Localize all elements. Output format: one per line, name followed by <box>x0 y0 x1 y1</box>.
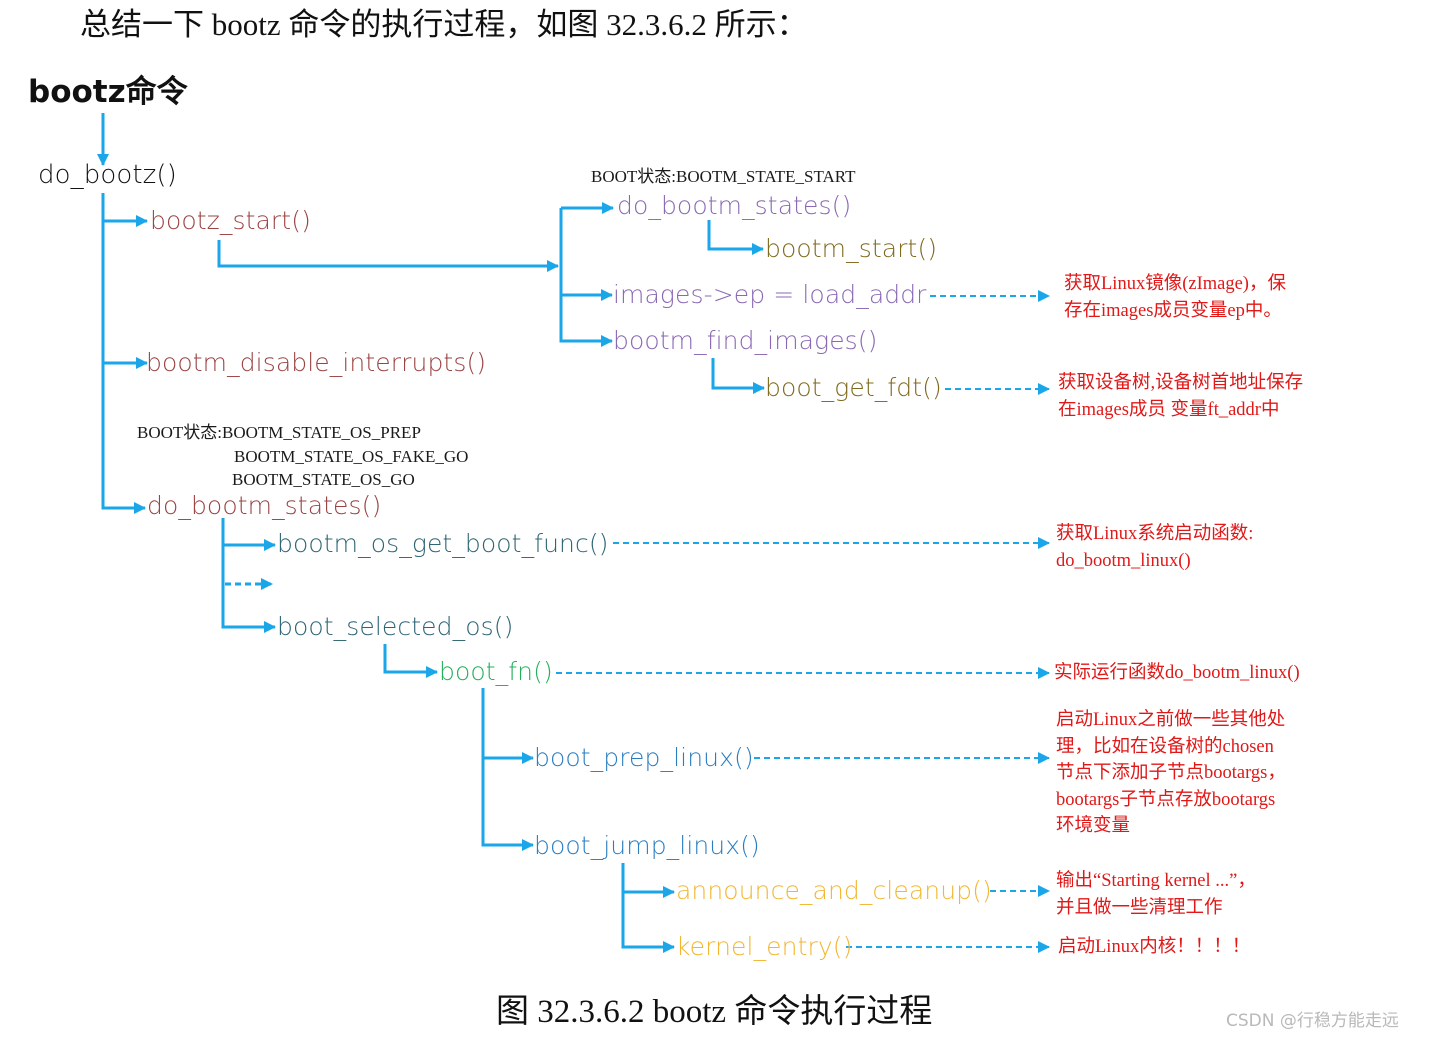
watermark: CSDN @行稳方能走远 <box>1226 1011 1399 1031</box>
state-start-label: BOOT状态:BOOTM_STATE_START <box>591 167 856 186</box>
note-announce: 输出“Starting kernel ...”， 并且做一些清理工作 <box>1056 871 1256 918</box>
node-do-bootm-states-1: do_bootm_states() <box>617 191 852 220</box>
node-boot-selected-os: boot_selected_os() <box>277 612 514 641</box>
root-title: bootz命令 <box>28 74 188 110</box>
node-announce-and-cleanup: announce_and_cleanup() <box>676 876 992 905</box>
intro-text: 总结一下 bootz 命令的执行过程，如图 32.3.6.2 所示： <box>80 7 808 42</box>
arrow-bootm-start <box>707 220 764 255</box>
node-kernel-entry: kernel_entry() <box>676 932 853 961</box>
state-os-label-1: BOOT状态:BOOTM_STATE_OS_PREP <box>137 423 421 442</box>
node-bootz-start: bootz_start() <box>150 206 311 235</box>
trunk-boot-jump <box>621 863 675 953</box>
note-kernel-entry: 启动Linux内核！！！！ <box>1058 937 1251 957</box>
note-boot-get-fdt: 获取设备树,设备树首地址保存 在images成员 变量ft_addr中 <box>1058 373 1304 420</box>
trunk-start-group <box>559 208 613 347</box>
state-os-label-3: BOOTM_STATE_OS_GO <box>232 470 415 489</box>
node-boot-prep-linux: boot_prep_linux() <box>534 743 754 772</box>
note-get-boot-func: 获取Linux系统启动函数: do_bootm_linux() <box>1056 524 1254 571</box>
arrow-boot-get-fdt <box>711 358 765 394</box>
trunk-os-group <box>221 518 276 633</box>
node-do-bootz: do_bootz() <box>38 160 177 190</box>
arrow-bootz-start-to-group <box>217 240 559 272</box>
node-boot-jump-linux: boot_jump_linux() <box>534 831 760 860</box>
arrow-boot-fn <box>383 644 438 678</box>
node-bootm-find-images: bootm_find_images() <box>613 326 878 355</box>
figure-caption: 图 32.3.6.2 bootz 命令执行过程 <box>496 994 933 1030</box>
state-os-label-2: BOOTM_STATE_OS_FAKE_GO <box>234 447 469 466</box>
node-bootm-os-get-boot-func: bootm_os_get_boot_func() <box>277 529 609 558</box>
node-boot-fn: boot_fn() <box>439 657 553 686</box>
note-boot-prep-linux: 启动Linux之前做一些其他处 理，比如在设备树的chosen 节点下添加子节点… <box>1056 710 1286 836</box>
node-do-bootm-states-2: do_bootm_states() <box>147 491 382 520</box>
trunk-do-bootz <box>101 193 146 514</box>
node-bootm-start: bootm_start() <box>765 234 938 263</box>
trunk-boot-fn <box>481 688 534 851</box>
node-images-ep: images->ep = load_addr <box>613 280 927 309</box>
node-boot-get-fdt: boot_get_fdt() <box>765 373 942 402</box>
note-images-ep: 获取Linux镜像(zImage)，保 存在images成员变量ep中。 <box>1064 274 1286 321</box>
note-boot-fn: 实际运行函数do_bootm_linux() <box>1054 663 1300 683</box>
node-bootm-disable-interrupts: bootm_disable_interrupts() <box>146 348 487 377</box>
